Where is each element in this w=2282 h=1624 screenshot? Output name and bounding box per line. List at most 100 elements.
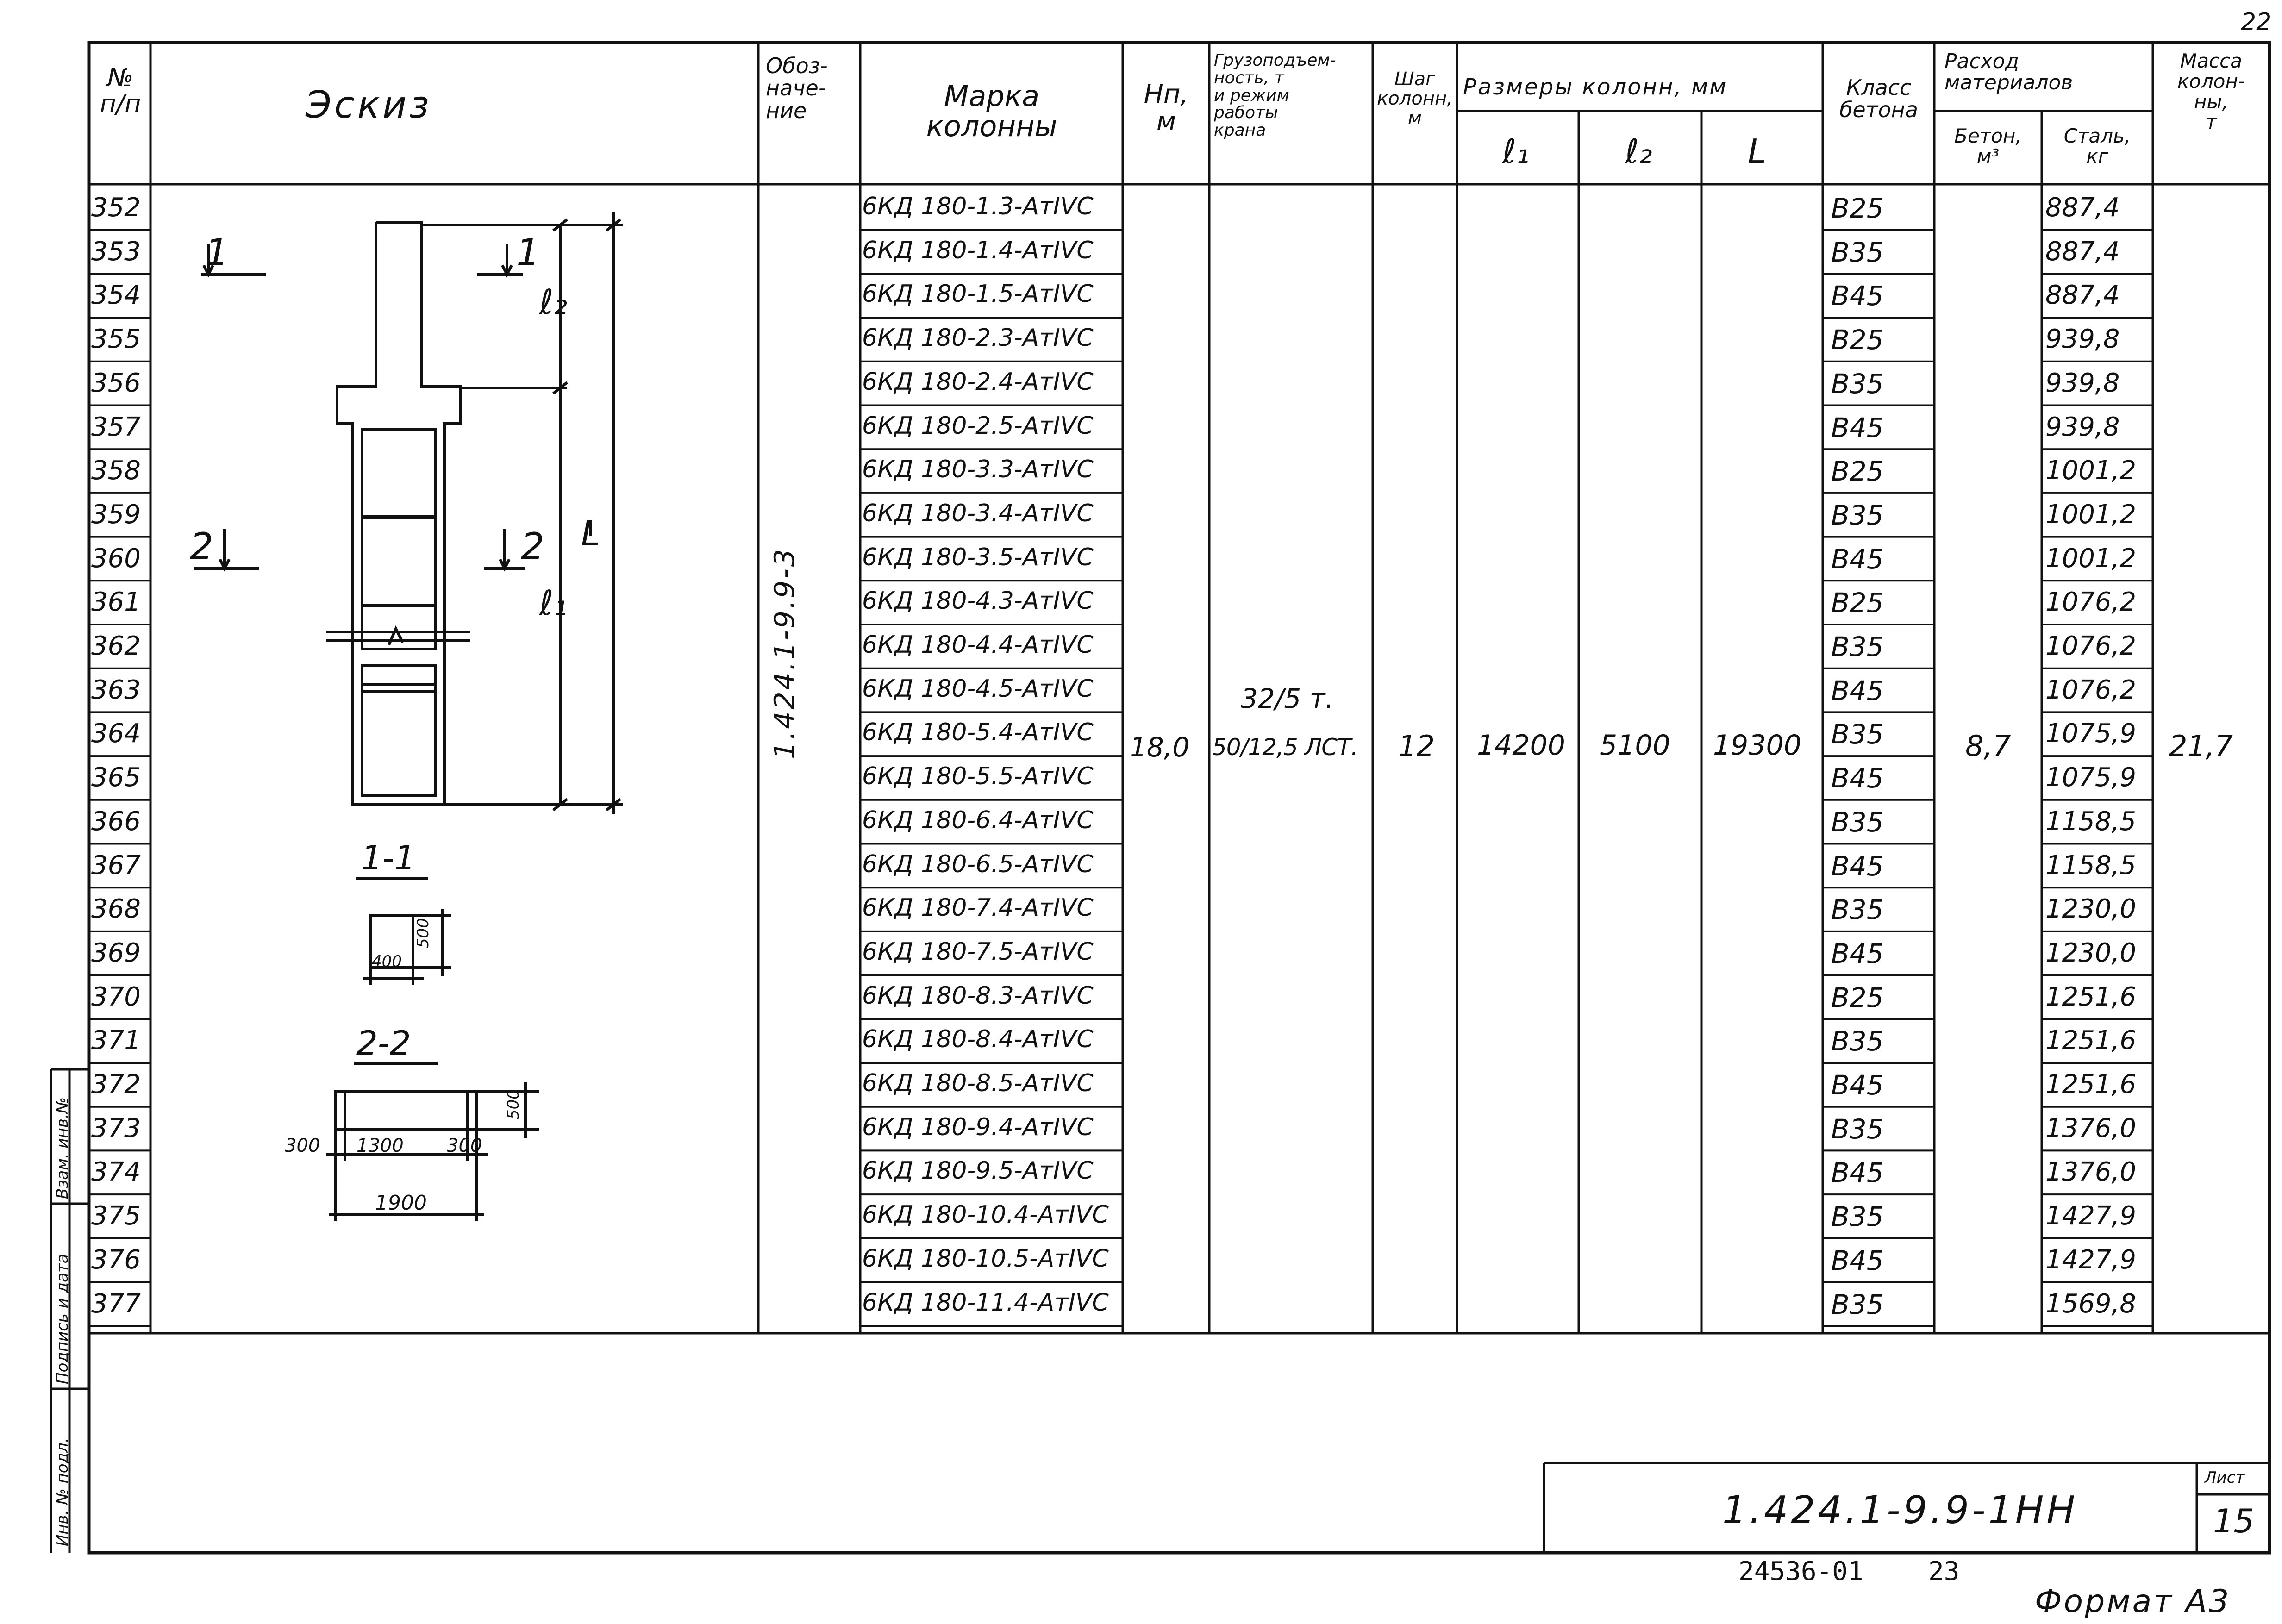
row-number: 367 xyxy=(91,850,141,881)
row-number: 375 xyxy=(91,1201,141,1231)
crane-value-1: 32/5 т. xyxy=(1241,683,1334,714)
concrete-class: В45 xyxy=(1831,543,1884,575)
concrete-class: В45 xyxy=(1831,937,1884,969)
section-1-title: 1-1 xyxy=(361,838,416,877)
document-code: 1.424.1-9.9-1НН xyxy=(1722,1488,2078,1532)
concrete-class: В45 xyxy=(1831,675,1884,706)
row-number: 376 xyxy=(91,1244,141,1275)
stamp-replace-inv: Взам. инв.№ xyxy=(53,1097,72,1199)
concrete-class: В25 xyxy=(1831,587,1884,619)
header-designation: Обоз- наче- ние xyxy=(766,53,828,123)
height-value: 18,0 xyxy=(1130,731,1190,763)
column-mark: 6КД 180-10.4-АтIVС xyxy=(862,1201,1109,1229)
row-number: 374 xyxy=(91,1157,141,1187)
steel-consumption: 1376,0 xyxy=(2045,1113,2136,1143)
column-mark: 6КД 180-8.5-АтIVС xyxy=(862,1069,1094,1097)
concrete-class: В25 xyxy=(1831,324,1884,356)
column-mark: 6КД 180-6.4-АтIVС xyxy=(862,806,1094,834)
cut1-right-label: 1 xyxy=(516,231,540,274)
column-mark: 6КД 180-3.5-АтIVС xyxy=(862,543,1094,571)
concrete-class: В35 xyxy=(1831,631,1884,662)
row-number: 364 xyxy=(91,718,141,749)
row-number: 360 xyxy=(91,543,141,574)
dim-l1-label: ℓ₁ xyxy=(538,583,567,623)
steel-consumption: 887,4 xyxy=(2045,193,2120,223)
section-1-width: 400 xyxy=(372,952,402,971)
row-number: 373 xyxy=(91,1113,141,1143)
steel-consumption: 1569,8 xyxy=(2045,1288,2136,1319)
row-number: 352 xyxy=(91,193,141,223)
steel-consumption: 1158,5 xyxy=(2045,806,2136,837)
section-1-height: 500 xyxy=(414,918,432,948)
row-number: 372 xyxy=(91,1069,141,1099)
steel-consumption: 1230,0 xyxy=(2045,937,2136,968)
sheet-label: Лист xyxy=(2205,1468,2245,1487)
column-mark: 6КД 180-11.4-АтIVС xyxy=(862,1288,1109,1317)
column-mark: 6КД 180-5.4-АтIVС xyxy=(862,718,1094,747)
designation-value: 1.424.1-9.9-3 xyxy=(769,547,801,759)
header-sizes: Размеры колонн, мм xyxy=(1463,74,1728,100)
row-number: 368 xyxy=(91,894,141,924)
concrete-class: В35 xyxy=(1831,499,1884,531)
header-mass: Масса колон- ны, т xyxy=(2177,50,2245,134)
column-mark: 6КД 180-2.3-АтIVС xyxy=(862,324,1094,352)
steel-consumption: 1076,2 xyxy=(2045,675,2136,705)
column-mark: 6КД 180-8.3-АтIVС xyxy=(862,981,1094,1010)
concrete-class: В35 xyxy=(1831,1201,1884,1233)
column-mark: 6КД 180-9.4-АтIVС xyxy=(862,1113,1094,1141)
header-klass: Класс бетона xyxy=(1839,75,1918,123)
page-number: 22 xyxy=(2241,8,2272,36)
column-mark: 6КД 180-1.4-АтIVС xyxy=(862,236,1094,264)
header-consumption: Расход материалов xyxy=(1944,50,2073,95)
steel-consumption: 1376,0 xyxy=(2045,1157,2136,1187)
cut2-left-label: 2 xyxy=(190,525,213,568)
section-2-right: 300 xyxy=(447,1135,482,1156)
steel-consumption: 1075,9 xyxy=(2045,762,2136,793)
l1-value: 14200 xyxy=(1477,729,1565,762)
row-number: 356 xyxy=(91,368,141,398)
header-h: Нп, м xyxy=(1144,79,1189,137)
cut2-right-label: 2 xyxy=(521,525,544,568)
row-number: 369 xyxy=(91,937,141,968)
steel-consumption: 1251,6 xyxy=(2045,1069,2136,1099)
concrete-class: В25 xyxy=(1831,456,1884,487)
concrete-class: В35 xyxy=(1831,1025,1884,1057)
concrete-class: В45 xyxy=(1831,280,1884,312)
column-mark: 6КД 180-6.5-АтIVС xyxy=(862,850,1094,878)
header-l1: ℓ₁ xyxy=(1502,132,1530,171)
section-2-title: 2-2 xyxy=(356,1024,411,1062)
header-step: Шаг колонн, м xyxy=(1377,69,1453,129)
column-mark: 6КД 180-1.3-АтIVС xyxy=(862,193,1094,220)
steel-consumption: 1427,9 xyxy=(2045,1244,2136,1275)
steel-consumption: 939,8 xyxy=(2045,324,2120,355)
section-2-left: 300 xyxy=(285,1135,320,1156)
section-2-total: 1900 xyxy=(375,1191,427,1215)
row-number: 362 xyxy=(91,631,141,661)
footer-page: 23 xyxy=(1928,1556,1960,1587)
concrete-class: В45 xyxy=(1831,1157,1884,1189)
section-2-middle: 1300 xyxy=(356,1135,404,1156)
concrete-class: В45 xyxy=(1831,412,1884,443)
concrete-class: В45 xyxy=(1831,850,1884,882)
header-crane: Грузоподъем- ность, т и режим работы кра… xyxy=(1214,51,1336,140)
concrete-class: В45 xyxy=(1831,1244,1884,1276)
concrete-class: В35 xyxy=(1831,718,1884,750)
concrete-class: В35 xyxy=(1831,1288,1884,1320)
L-value: 19300 xyxy=(1713,729,1801,762)
row-number: 361 xyxy=(91,587,141,618)
crane-value-2: 50/12,5 ЛСТ. xyxy=(1212,734,1358,761)
header-l2: ℓ₂ xyxy=(1625,132,1652,171)
steel-consumption: 1001,2 xyxy=(2045,456,2136,486)
column-mark: 6КД 180-9.5-АтIVС xyxy=(862,1157,1094,1185)
stamp-inv-original: Инв. № подл. xyxy=(53,1437,72,1546)
row-number: 357 xyxy=(91,412,141,442)
steel-consumption: 1251,6 xyxy=(2045,981,2136,1012)
steel-consumption: 939,8 xyxy=(2045,368,2120,398)
column-mark: 6КД 180-3.4-АтIVС xyxy=(862,499,1094,527)
concrete-class: В25 xyxy=(1831,193,1884,224)
header-num: № п/п xyxy=(100,63,141,119)
concrete-value: 8,7 xyxy=(1965,729,2011,763)
steel-consumption: 1076,2 xyxy=(2045,631,2136,661)
concrete-class: В35 xyxy=(1831,236,1884,268)
